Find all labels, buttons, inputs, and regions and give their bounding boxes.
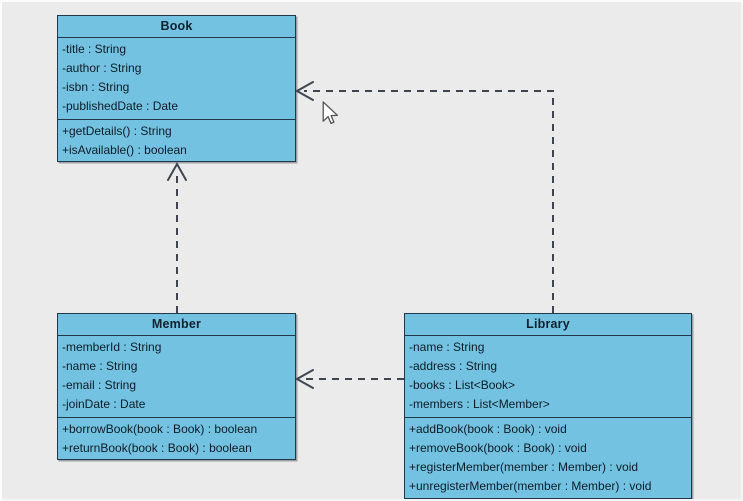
attribute-row: -title : String: [62, 42, 127, 56]
attributes-compartment-book: -title : String -author : String -isbn :…: [58, 38, 295, 120]
method-row: +returnBook(book : Book) : boolean: [62, 441, 252, 455]
method-row: +borrowBook(book : Book) : boolean: [62, 422, 258, 436]
attribute-row: -address : String: [409, 359, 498, 373]
attribute-row: -publishedDate : Date: [62, 99, 179, 113]
attribute-row: -email : String: [62, 378, 137, 392]
method-row: +removeBook(book : Book) : void: [409, 441, 587, 455]
attribute-row: -members : List<Member>: [409, 397, 550, 411]
attributes-compartment-library: -name : String -address : String -books …: [405, 336, 691, 418]
relationship-library-to-member: [294, 369, 404, 389]
attributes-compartment-member: -memberId : String -name : String -email…: [58, 336, 295, 418]
attribute-row: -memberId : String: [62, 340, 162, 354]
method-row: +addBook(book : Book) : void: [409, 422, 567, 436]
method-row: +registerMember(member : Member) : void: [409, 460, 639, 474]
attribute-row: -name : String: [62, 359, 138, 373]
methods-compartment-book: +getDetails() : String +isAvailable() : …: [58, 120, 295, 163]
method-row: +unregisterMember(member : Member) : voi…: [409, 479, 652, 493]
attribute-row: -joinDate : Date: [62, 397, 146, 411]
relationship-member-to-book: [167, 161, 187, 313]
cursor-glyph: [322, 101, 339, 125]
library-to-book-line: [304, 90, 554, 313]
uml-class-book[interactable]: Book -title : String -author : String -i…: [57, 15, 296, 162]
method-row: +isAvailable() : boolean: [62, 143, 187, 157]
attribute-row: -name : String: [409, 340, 485, 354]
methods-compartment-library: +addBook(book : Book) : void +removeBook…: [405, 418, 691, 499]
attribute-row: -isbn : String: [62, 80, 130, 94]
class-name-library: Library: [405, 314, 691, 336]
arrow-pointer-cursor: [322, 101, 339, 125]
library-to-book-arrowhead: [294, 81, 314, 101]
uml-class-member[interactable]: Member -memberId : String -name : String…: [57, 313, 296, 460]
method-row: +getDetails() : String: [62, 124, 172, 138]
member-to-book-arrowhead: [167, 161, 187, 181]
class-name-book: Book: [58, 16, 295, 38]
attribute-row: -author : String: [62, 61, 142, 75]
attribute-row: -books : List<Book>: [409, 378, 516, 392]
class-name-member: Member: [58, 314, 295, 336]
methods-compartment-member: +borrowBook(book : Book) : boolean +retu…: [58, 418, 295, 461]
library-to-member-arrowhead: [294, 369, 314, 389]
uml-class-library[interactable]: Library -name : String -address : String…: [404, 313, 692, 499]
